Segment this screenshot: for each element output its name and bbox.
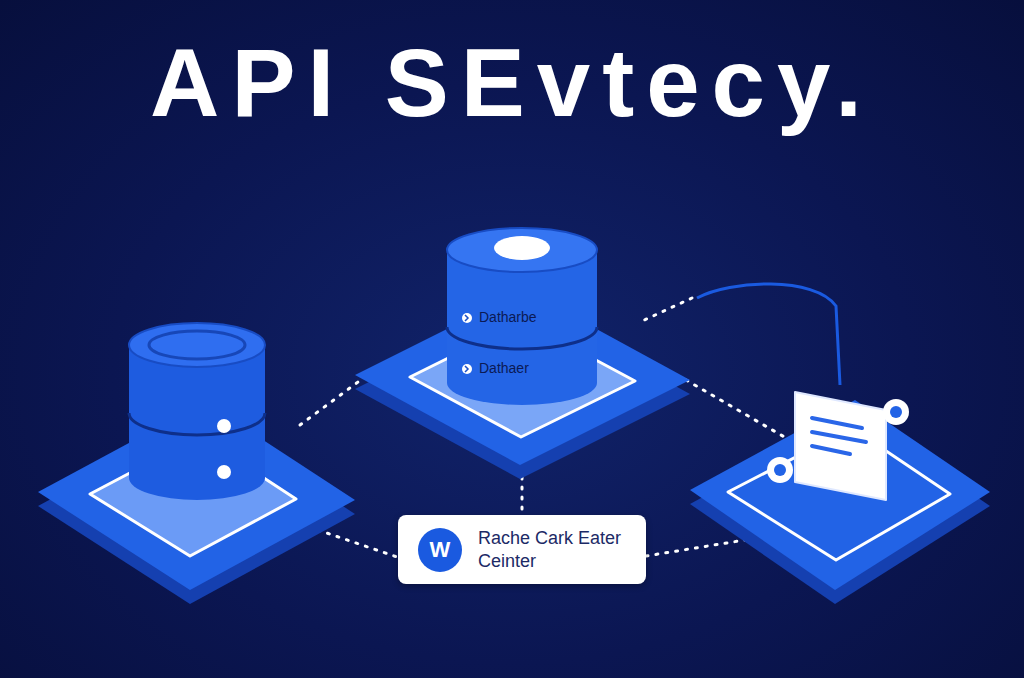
- title: API SEvtecy.: [0, 30, 1024, 136]
- dotted-link: [640, 298, 692, 322]
- database-label: Dathaer: [479, 361, 529, 376]
- dotted-link: [318, 530, 400, 558]
- dotted-link: [646, 540, 745, 556]
- database-node: DatharbeDathaer: [355, 215, 690, 465]
- card-label: Rache Cark Eater Ceinter: [478, 527, 628, 572]
- database-platform: [355, 215, 690, 465]
- dotted-link: [300, 382, 358, 425]
- label-card: W Rache Cark Eater Ceinter: [398, 515, 646, 584]
- left-platform: [38, 323, 355, 604]
- dotted-link: [686, 380, 800, 446]
- database-label: Datharbe: [479, 310, 537, 325]
- logo-letter: W: [418, 528, 462, 572]
- right-platform: [690, 284, 990, 604]
